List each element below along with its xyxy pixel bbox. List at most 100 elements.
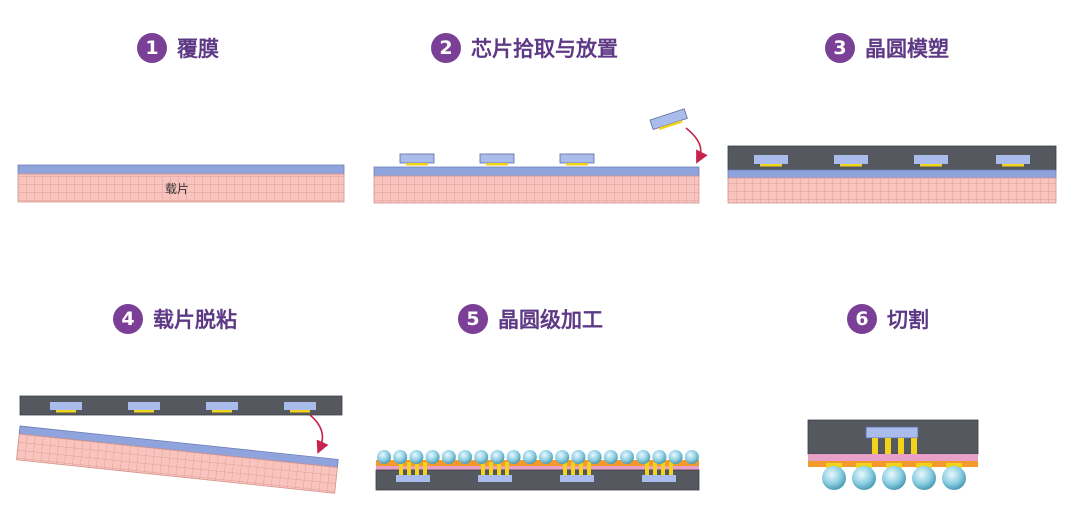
die xyxy=(865,426,919,439)
solder-ball xyxy=(684,450,699,464)
die xyxy=(479,153,515,166)
solder-ball xyxy=(474,450,489,464)
copper-pillar xyxy=(415,462,419,475)
solder-ball xyxy=(377,450,391,464)
debond-arrow xyxy=(309,414,329,454)
solder-ball xyxy=(882,466,906,490)
solder-ball xyxy=(490,450,505,464)
tilted-carrier xyxy=(16,425,339,494)
copper-pillar xyxy=(481,462,485,475)
mold-compound xyxy=(375,469,700,491)
pink-layer xyxy=(376,466,699,470)
step-4-label: 载片脱粘 xyxy=(153,308,237,332)
step-6-diagram xyxy=(806,418,986,493)
solder-ball xyxy=(458,450,472,464)
solder-ball xyxy=(668,450,683,464)
step-2-number-badge: 2 xyxy=(431,33,461,63)
copper-pillars xyxy=(872,438,917,456)
solder-ball xyxy=(942,466,966,490)
carrier-label: 载片 xyxy=(165,182,190,196)
copper-pillar xyxy=(399,462,403,475)
placement-arrow xyxy=(685,127,708,164)
solder-ball xyxy=(822,466,846,490)
copper-pillar xyxy=(505,462,509,475)
step-3-number-badge: 3 xyxy=(825,33,855,63)
step-4-number-badge: 4 xyxy=(113,304,143,334)
solder-ball xyxy=(587,450,602,464)
solder-ball xyxy=(571,450,586,464)
copper-pillar xyxy=(407,462,411,475)
die xyxy=(560,475,594,482)
step-1-diagram: 载片 xyxy=(17,160,348,205)
die xyxy=(559,153,595,166)
copper-pillar xyxy=(497,462,501,475)
copper-pillar xyxy=(579,462,583,475)
solder-ball xyxy=(393,450,408,464)
copper-pillar xyxy=(661,462,665,475)
step-1-label: 覆膜 xyxy=(177,37,219,61)
solder-ball xyxy=(620,450,634,464)
solder-ball xyxy=(852,466,876,490)
die xyxy=(50,402,82,413)
die-being-placed xyxy=(649,108,688,131)
die xyxy=(128,402,160,413)
step-6-number-badge: 6 xyxy=(847,304,877,334)
step-3-title: 3 晶圆模塑 xyxy=(825,31,949,65)
copper-pillar xyxy=(563,462,567,475)
die xyxy=(284,402,316,413)
step-2-label: 芯片拾取与放置 xyxy=(471,37,618,61)
solder-ball xyxy=(603,450,618,464)
die xyxy=(396,475,430,482)
step-2-title: 2 芯片拾取与放置 xyxy=(431,31,618,65)
step-3-label: 晶圆模塑 xyxy=(865,37,949,61)
step-5-number-badge: 5 xyxy=(458,304,488,334)
orange-redistribution-layer xyxy=(376,460,699,466)
step-4-title: 4 载片脱粘 xyxy=(113,302,237,336)
die xyxy=(206,402,238,413)
film-layer xyxy=(373,166,700,177)
step-6-title: 6 切割 xyxy=(847,302,929,336)
step-5-title: 5 晶圆级加工 xyxy=(458,302,603,336)
copper-pillar xyxy=(653,462,657,475)
solder-ball xyxy=(522,450,537,464)
die xyxy=(399,153,435,166)
step-1-title: 1 覆膜 xyxy=(137,31,219,65)
film-layer xyxy=(727,169,1057,179)
die xyxy=(478,475,512,482)
pink-layer xyxy=(808,454,978,461)
step-6-label: 切割 xyxy=(887,308,929,332)
under-bump-pads xyxy=(826,463,962,468)
copper-pillar xyxy=(423,462,427,475)
copper-pillar xyxy=(645,462,649,475)
die xyxy=(996,155,1030,167)
step-3-diagram xyxy=(727,143,1063,208)
solder-ball xyxy=(555,450,570,464)
step-5-diagram xyxy=(374,448,709,496)
step-5-label: 晶圆级加工 xyxy=(498,308,603,332)
copper-pillar xyxy=(587,462,591,475)
die xyxy=(754,155,788,167)
copper-pillar xyxy=(669,462,673,475)
step-2-diagram xyxy=(373,108,714,207)
copper-pillar xyxy=(571,462,575,475)
die xyxy=(914,155,948,167)
step-1-number-badge: 1 xyxy=(137,33,167,63)
solder-ball xyxy=(441,450,456,464)
carrier-wafer xyxy=(17,173,345,203)
carrier-wafer xyxy=(727,177,1057,204)
film-layer xyxy=(17,164,345,175)
die xyxy=(642,475,676,482)
solder-ball xyxy=(636,450,651,464)
solder-ball xyxy=(506,450,521,464)
step-4-diagram xyxy=(16,390,348,495)
carrier-wafer xyxy=(373,175,700,204)
solder-ball xyxy=(539,450,553,464)
copper-pillar xyxy=(489,462,493,475)
solder-ball xyxy=(409,450,424,464)
carrier-wafer xyxy=(16,433,338,494)
mold-compound xyxy=(19,395,343,416)
solder-ball xyxy=(912,466,936,490)
solder-ball xyxy=(652,450,667,464)
die xyxy=(834,155,868,167)
solder-ball xyxy=(425,450,440,464)
